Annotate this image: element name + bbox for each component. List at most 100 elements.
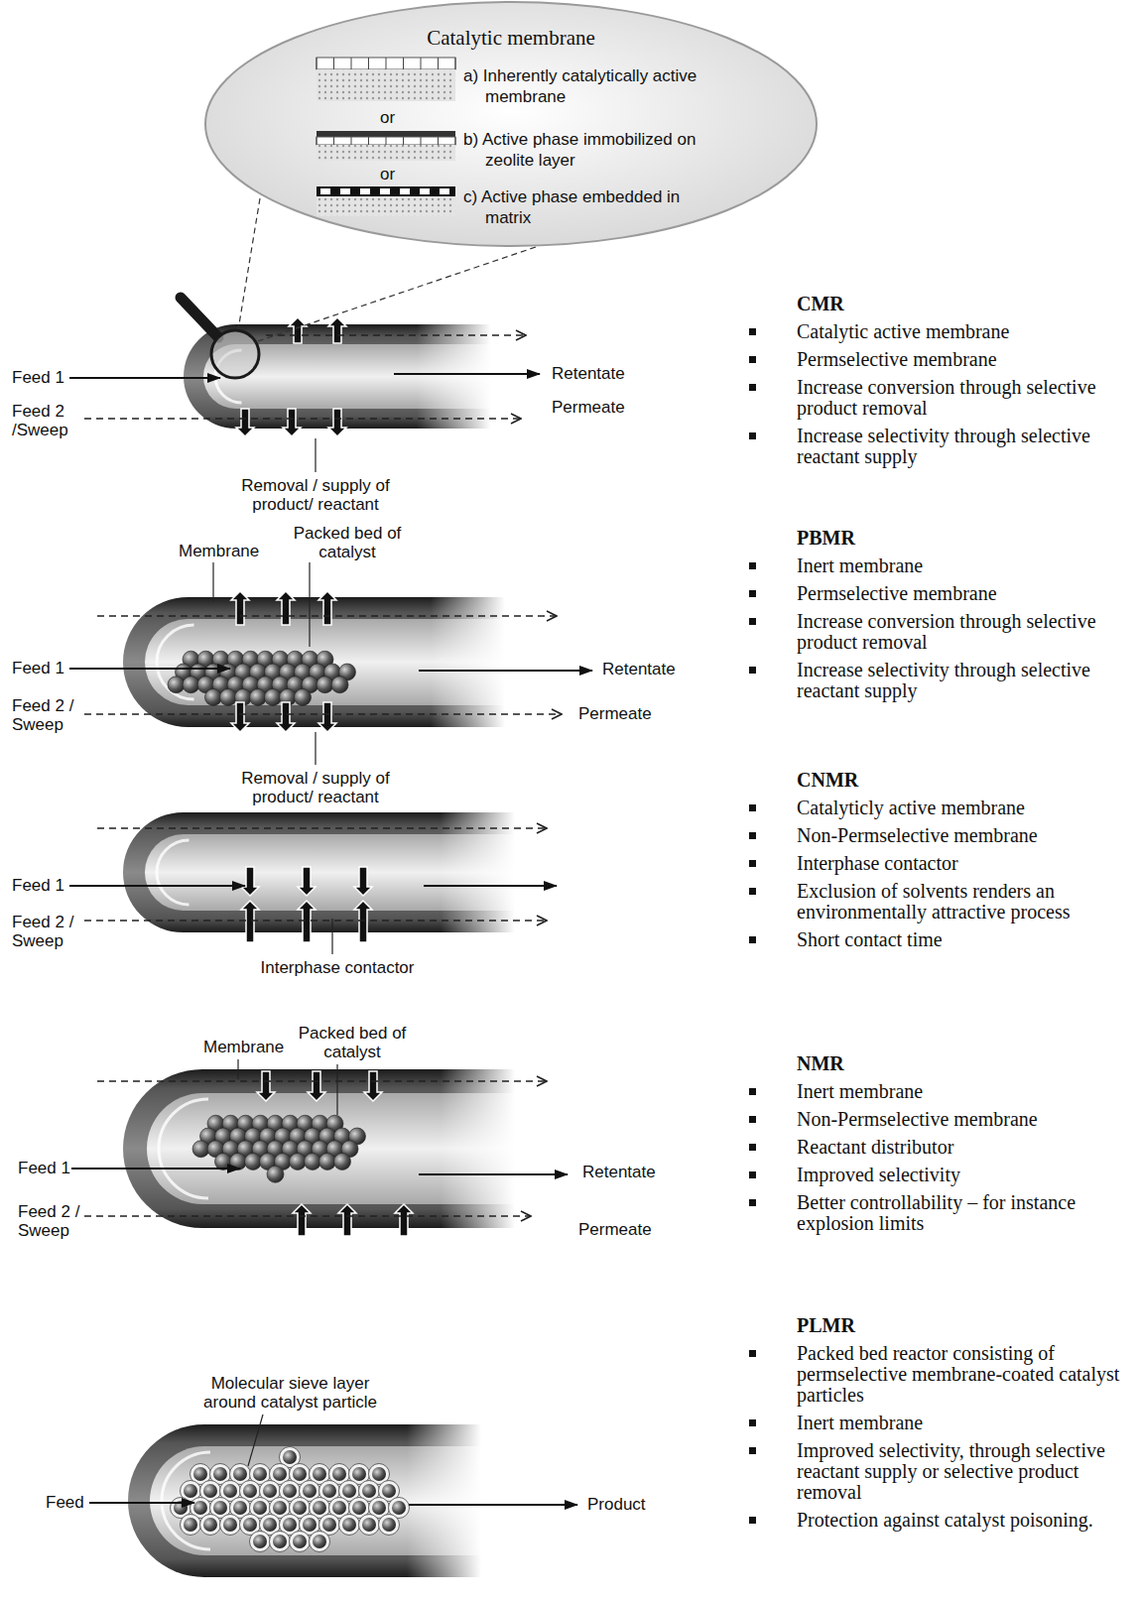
tube-opening [156, 840, 190, 905]
membrane-type: or [380, 107, 420, 128]
catalyst-particle [372, 1467, 386, 1482]
bullet-item: Increase selectivity through selective r… [749, 659, 1132, 702]
catalyst-particle [381, 1484, 396, 1499]
feature-text: Increase selectivity through selective r… [796, 425, 1130, 468]
membrane-tick [437, 136, 439, 145]
catalyst-particle [262, 1484, 277, 1499]
bullet-item: Exclusion of solvents renders an environ… [749, 881, 1132, 923]
reactor-illustrations [69, 198, 593, 1580]
membrane-tick [368, 136, 370, 145]
catalyst-particle [342, 1518, 357, 1532]
stream-label: Permeate [578, 704, 678, 724]
active-phase [360, 188, 371, 195]
catalyst-particle [272, 1467, 287, 1482]
stream-label: Feed 1 [11, 658, 84, 678]
porous-support [316, 144, 456, 161]
sieve-layer [379, 1515, 400, 1536]
flux-arrow [241, 867, 259, 896]
reactor-description: CNMR Catalyticly active membraneNon-Perms… [749, 769, 1132, 951]
flux-arrow [364, 1071, 382, 1102]
membrane-layer [316, 57, 456, 70]
catalyst-particle [243, 1518, 257, 1532]
feature-text: Increase selectivity through selective r… [796, 659, 1130, 702]
feature-text: Permselective membrane [796, 349, 1130, 371]
tube-opening [158, 1099, 209, 1199]
catalyst-particle [182, 676, 200, 694]
stream-label: Retentate [582, 1162, 682, 1182]
bullet-mark [749, 1199, 757, 1207]
catalyst-particle [220, 689, 238, 707]
bullet-item: Increase selectivity through selective r… [749, 425, 1132, 468]
bullet-mark [749, 1350, 757, 1358]
catalyst-particle [213, 1501, 228, 1516]
catalyst-particle [302, 1518, 317, 1532]
stream-label: Packed bed of catalyst [287, 1023, 417, 1062]
catalyst-particle [253, 1501, 267, 1516]
bullet-mark [749, 832, 757, 840]
flow-arrow [69, 377, 221, 380]
membrane-tick [455, 136, 457, 145]
sieve-layer [359, 1515, 380, 1536]
stream-label: Feed 2 / Sweep [17, 1202, 90, 1241]
bullet-item: Protection against catalyst poisoning. [749, 1510, 1132, 1531]
active-phase [399, 188, 410, 195]
catalyst-particle [250, 689, 267, 707]
catalyst-particle [223, 1518, 238, 1532]
bullet-mark [749, 1171, 757, 1179]
feature-text: Catalyticly active membrane [796, 797, 1130, 819]
catalyst-particle [243, 1484, 257, 1499]
bullet-item: Non-Permselective membrane [749, 825, 1132, 847]
bullet-item: Better controllability – for instance ex… [749, 1192, 1132, 1235]
callout-guide [257, 247, 536, 342]
bullet-item: Interphase contactor [749, 853, 1132, 875]
stream-label: Packed bed of catalyst [282, 523, 412, 562]
membrane-tick [333, 136, 335, 145]
stream-label: Permeate [551, 397, 651, 417]
feature-text: Reactant distributor [796, 1137, 1130, 1158]
bullet-mark [749, 666, 757, 674]
catalyst-particle [372, 1501, 386, 1516]
catalyst-particle [192, 1140, 210, 1158]
catalyst-particle [332, 1501, 347, 1516]
bullet-mark [749, 1143, 757, 1151]
leader-line [237, 1059, 239, 1080]
sweep-arrow [84, 1215, 531, 1218]
bullet-item: Improved selectivity [749, 1164, 1132, 1186]
catalyst-particle [362, 1518, 377, 1532]
leader-line [248, 1414, 263, 1467]
stream-label: Feed 1 [11, 876, 84, 895]
leader-line [314, 732, 316, 765]
membrane-tick [368, 57, 370, 70]
catalyst-particle [282, 1518, 297, 1532]
catalyst-particle [203, 1484, 218, 1499]
stream-label: Feed 1 [17, 1158, 90, 1178]
feature-text: Interphase contactor [796, 853, 1130, 875]
reactor-type-heading: CNMR [796, 769, 1132, 791]
flux-arrow [338, 1204, 357, 1237]
flux-arrow [307, 1071, 326, 1102]
sieve-layer [309, 1531, 331, 1553]
callout-guide [238, 198, 260, 331]
catalyst-particle [381, 1518, 396, 1532]
feature-text: Increase conversion through selective pr… [796, 611, 1130, 653]
catalyst-particle [352, 1501, 367, 1516]
membrane-layer [316, 136, 456, 145]
flux-arrow [276, 591, 295, 626]
catalyst-particle [302, 1484, 317, 1499]
leader-line [212, 562, 214, 602]
coated-catalyst-bed [170, 1447, 410, 1553]
callout-title: Catalytic membrane [203, 27, 819, 49]
feature-text: Inert membrane [796, 1081, 1130, 1103]
stream-label: Feed [45, 1493, 106, 1513]
catalyst-particle [322, 1484, 337, 1499]
reactor-description: CMRCatalytic active membranePermselectiv… [749, 293, 1132, 468]
catalyst-particle [215, 1153, 233, 1171]
stream-label: Feed 2 / Sweep [11, 912, 84, 951]
membrane-tick [316, 136, 318, 145]
feature-text: Inert membrane [796, 555, 1130, 577]
reactor-description: PLMRPacked bed reactor consisting of per… [749, 1315, 1132, 1531]
leader-line [336, 1064, 338, 1116]
feature-text: Short contact time [796, 929, 1130, 951]
catalyst-bed [167, 650, 357, 706]
catalyst-particle [316, 676, 334, 694]
